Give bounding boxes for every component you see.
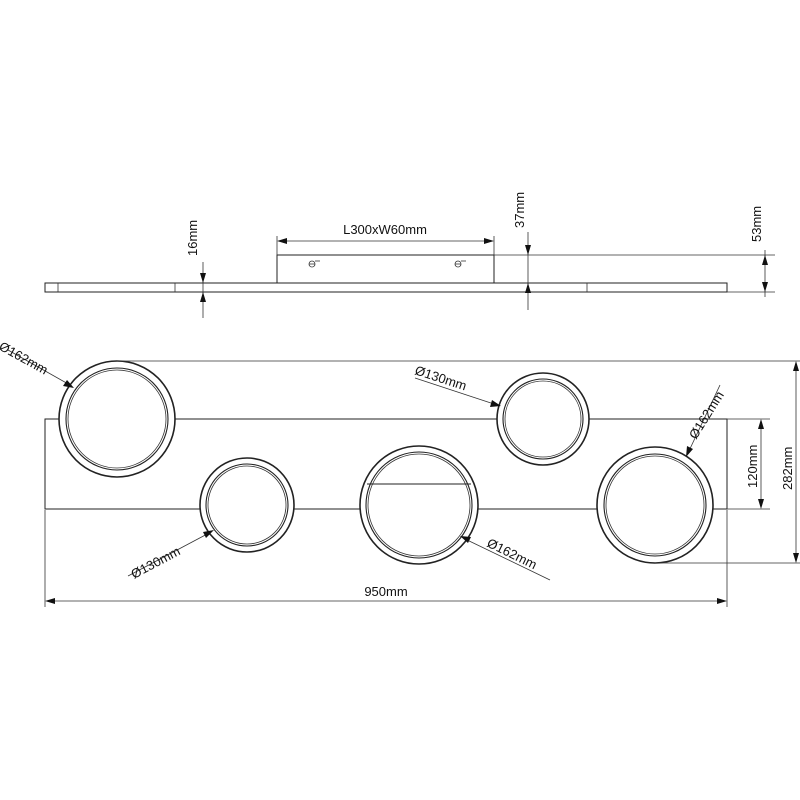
ring-label-large-right: Ø162mm	[686, 388, 727, 441]
top-view: Ø162mm Ø130mm Ø162mm Ø130mm Ø162mm	[0, 339, 800, 607]
ring-small-left	[199, 457, 295, 553]
ring-large-center	[359, 445, 479, 565]
plate-thickness-dimension: 16mm	[185, 220, 206, 318]
leader-large-left: Ø162mm	[0, 339, 74, 388]
ring-large-left	[58, 360, 176, 478]
plate-depth-dimension: 120mm	[727, 418, 770, 510]
ring-label-small-top-right: Ø130mm	[413, 363, 468, 394]
total-height-label: 53mm	[749, 206, 764, 242]
canopy-size-label: L300xW60mm	[343, 222, 427, 237]
ring-label-large-left: Ø162mm	[0, 339, 51, 378]
width-dimension: 950mm	[44, 510, 728, 607]
side-canopy	[276, 254, 495, 284]
leader-small-left: Ø130mm	[127, 530, 214, 582]
plate-depth-label: 120mm	[745, 445, 760, 488]
plate-height-label: 16mm	[185, 220, 200, 256]
side-view: L300xW60mm 16mm 37mm 53mm	[44, 192, 775, 318]
ring-label-small-left: Ø130mm	[128, 543, 182, 581]
canopy-length-dimension: L300xW60mm	[276, 222, 495, 255]
canopy-height-dimension: 37mm	[494, 192, 540, 310]
canopy-height-label: 37mm	[512, 192, 527, 228]
leader-small-top-right: Ø130mm	[413, 363, 501, 407]
screw-right-icon	[454, 260, 466, 268]
ring-label-large-center: Ø162mm	[485, 535, 540, 572]
leader-large-center: Ø162mm	[460, 535, 551, 581]
screw-left-icon	[308, 260, 320, 268]
ring-small-top-right	[496, 372, 590, 466]
width-label: 950mm	[364, 584, 407, 599]
depth-label: 282mm	[780, 447, 795, 490]
side-plate	[44, 282, 728, 293]
depth-dimension: 282mm	[117, 360, 800, 564]
leader-large-right: Ø162mm	[686, 384, 727, 457]
total-height-dimension: 53mm	[540, 206, 775, 297]
ring-large-right	[596, 446, 714, 564]
